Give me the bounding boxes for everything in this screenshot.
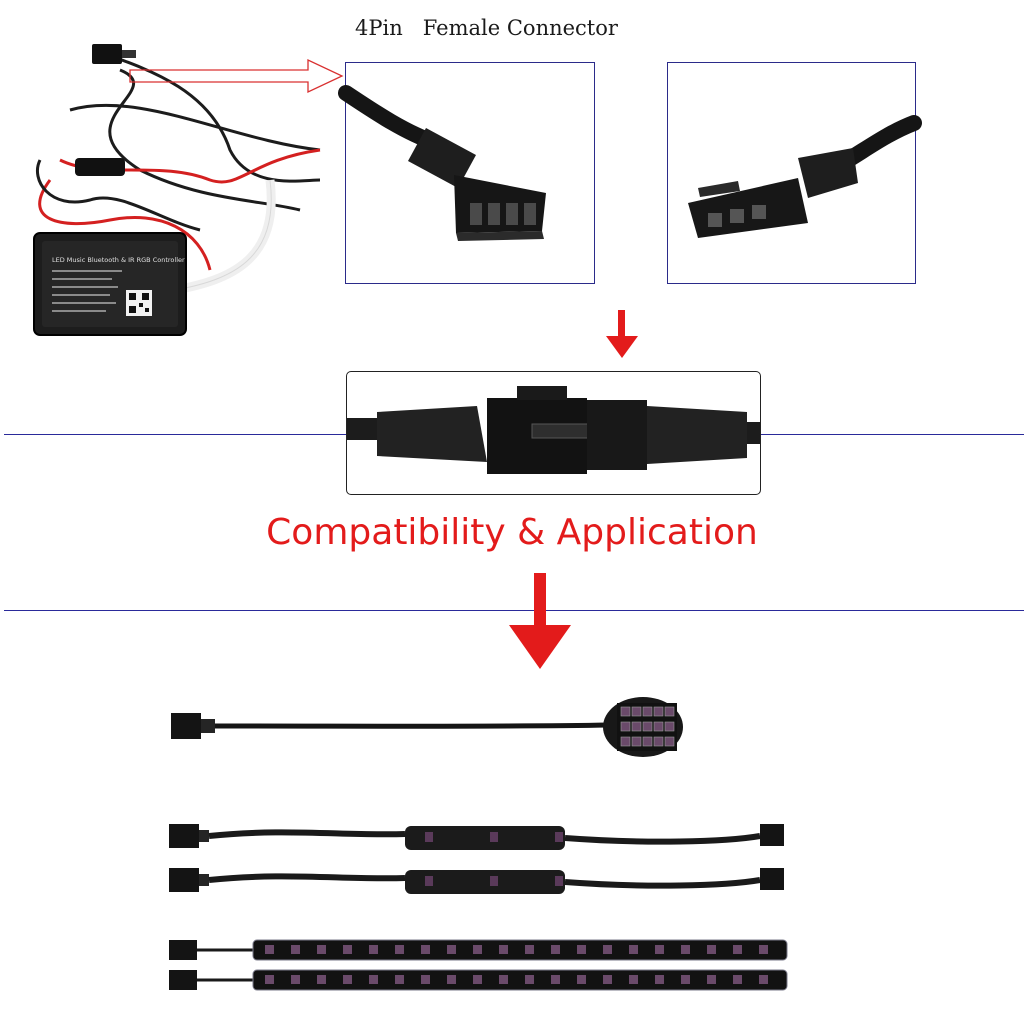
- led-chip: [759, 945, 768, 954]
- led-chip: [707, 975, 716, 984]
- male-connector-illustration: [688, 115, 922, 238]
- led-chip: [421, 975, 430, 984]
- led-chip: [369, 945, 378, 954]
- female-connector-illustration: [338, 85, 546, 241]
- arrow-down-icon: [606, 310, 638, 358]
- led-chip: [317, 975, 326, 984]
- large-arrow-down-icon: [509, 573, 571, 669]
- led-chip: [473, 975, 482, 984]
- female-connector-frame: [345, 62, 595, 284]
- led-chip: [629, 975, 638, 984]
- controller-illustration: LED Music Bluetooth & IR RGB Controller: [33, 44, 321, 336]
- led-chip: [551, 975, 560, 984]
- led-chip: [343, 975, 352, 984]
- rock-light-illustration: [171, 697, 683, 757]
- led-chip: [759, 975, 768, 984]
- led-chip: [733, 945, 742, 954]
- led-chip: [291, 975, 300, 984]
- led-chip: [551, 945, 560, 954]
- led-chip: [369, 975, 378, 984]
- led-chip: [603, 975, 612, 984]
- led-chip: [603, 945, 612, 954]
- led-chip: [577, 975, 586, 984]
- led-chip: [577, 945, 586, 954]
- led-chip: [525, 945, 534, 954]
- led-chip: [681, 945, 690, 954]
- led-chip: [681, 975, 690, 984]
- led-chip: [395, 975, 404, 984]
- led-chip: [525, 975, 534, 984]
- led-chip: [447, 975, 456, 984]
- led-chip: [447, 945, 456, 954]
- led-chip: [291, 945, 300, 954]
- led-chip: [655, 945, 664, 954]
- led-chip: [473, 945, 482, 954]
- led-chip: [265, 975, 274, 984]
- led-chip: [421, 945, 430, 954]
- led-strip-long-illustration: [169, 939, 788, 991]
- section-heading: Compatibility & Application: [266, 512, 758, 553]
- led-chip: [499, 975, 508, 984]
- led-chip: [499, 945, 508, 954]
- connector-caption: 4Pin Female Connector: [355, 16, 618, 40]
- led-chip: [265, 945, 274, 954]
- male-connector-frame: [667, 62, 916, 284]
- led-chip: [395, 945, 404, 954]
- outline-arrow-right-icon: [129, 58, 344, 94]
- led-chip: [343, 945, 352, 954]
- divider-line-bottom: [4, 610, 1024, 611]
- mated-connector-illustration: [347, 386, 760, 474]
- controller-label: LED Music Bluetooth & IR RGB Controller: [52, 256, 185, 264]
- led-chip: [733, 975, 742, 984]
- led-chip: [629, 945, 638, 954]
- led-chip: [655, 975, 664, 984]
- led-chip: [317, 945, 326, 954]
- led-bar-short-illustration: [169, 824, 784, 894]
- led-chip: [707, 945, 716, 954]
